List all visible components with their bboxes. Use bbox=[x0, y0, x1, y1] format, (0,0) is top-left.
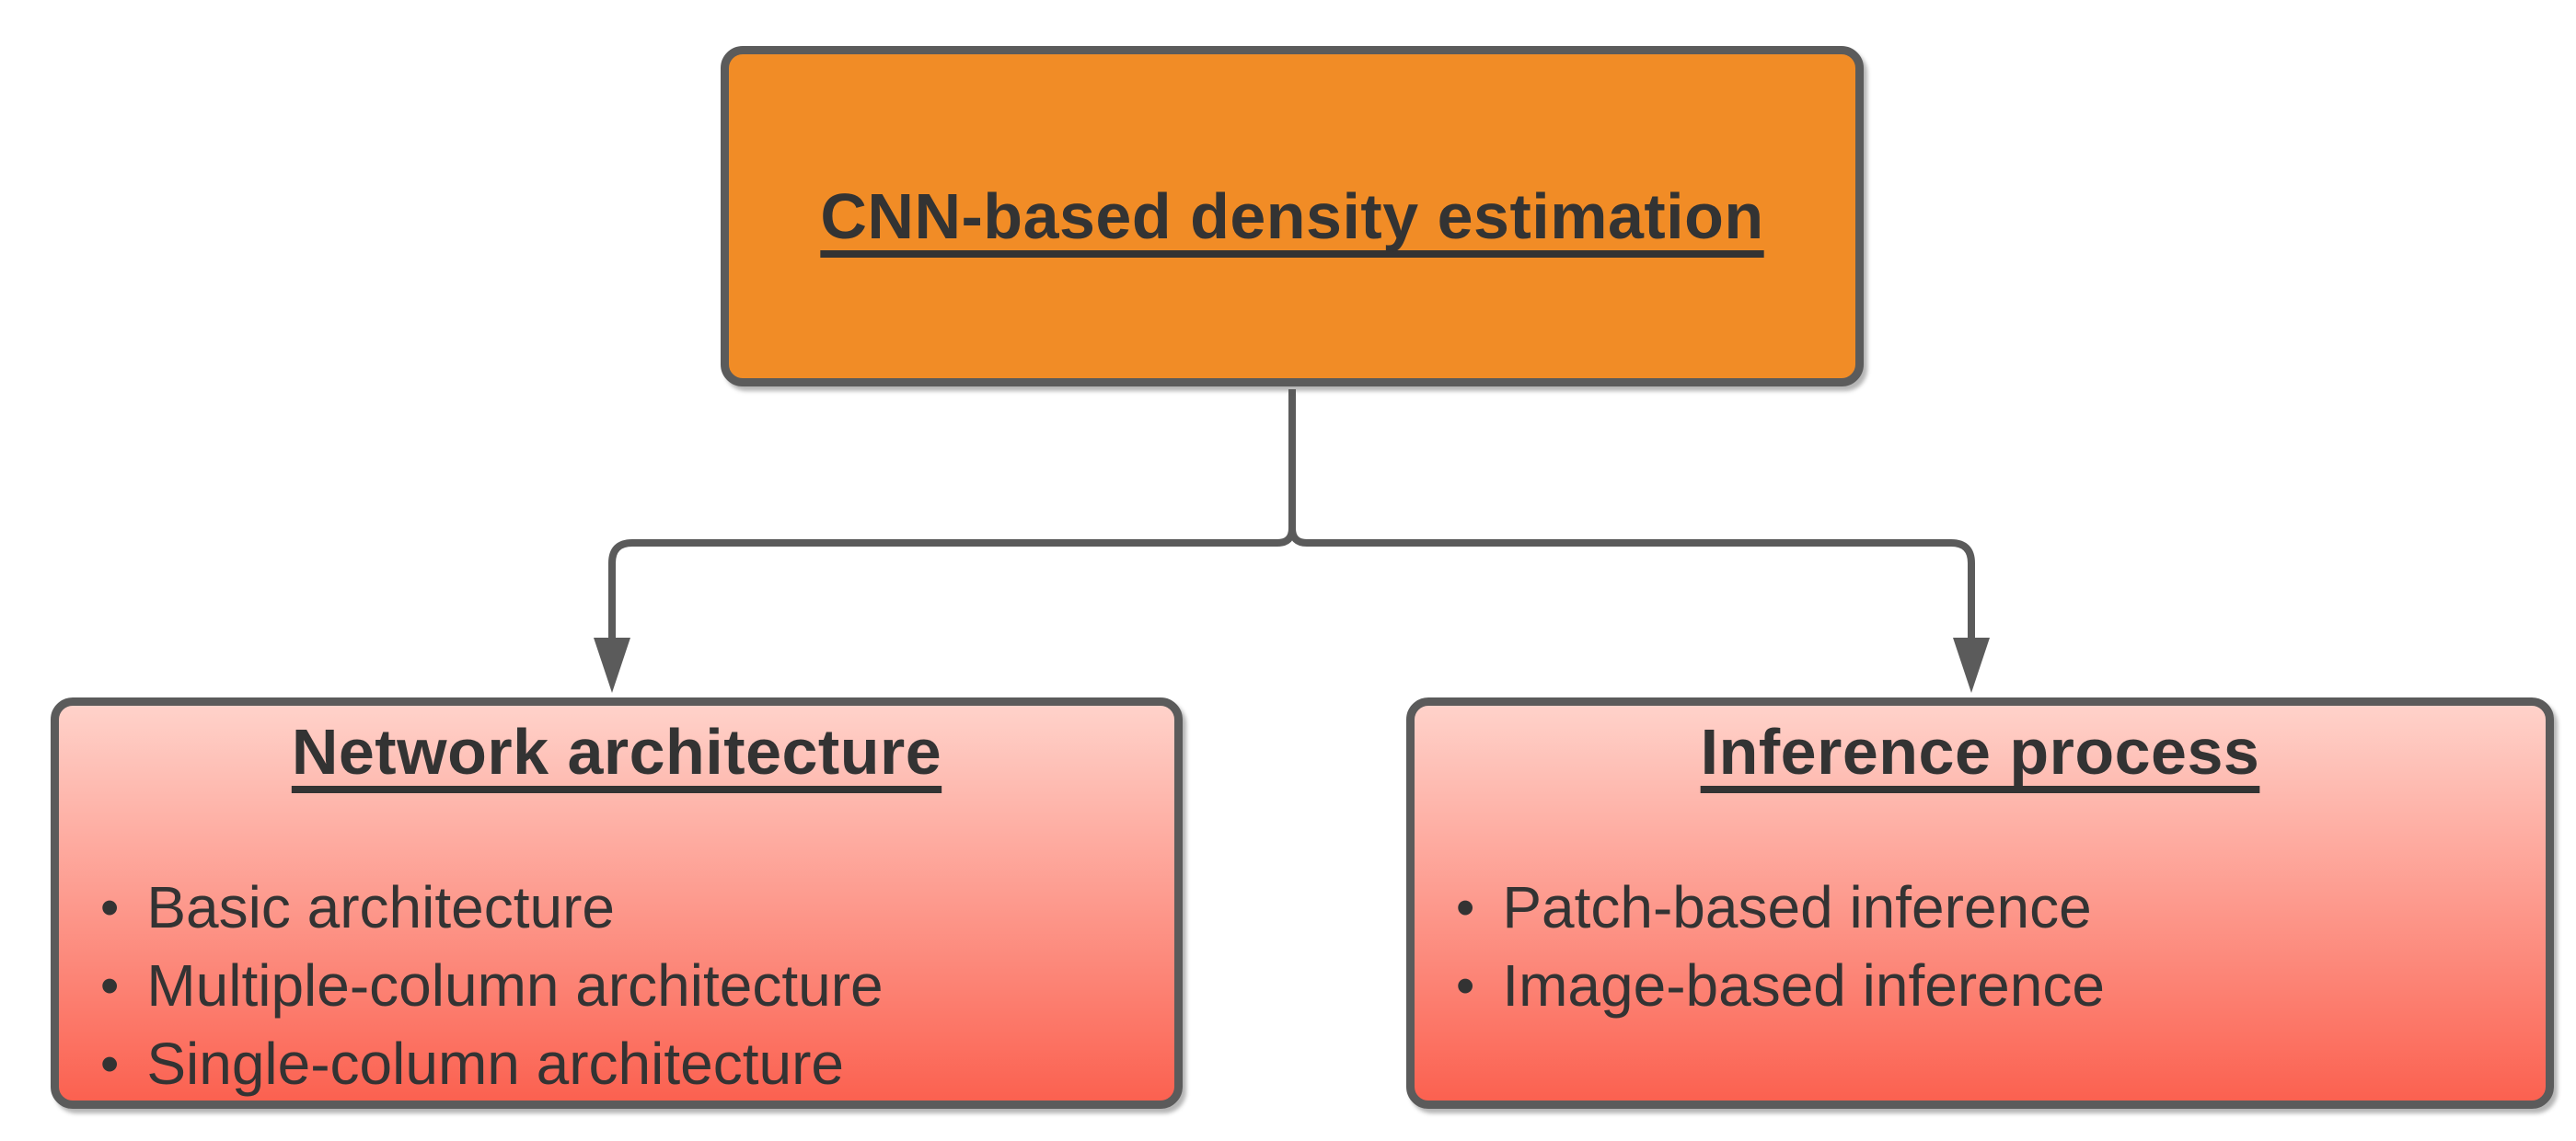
node-network-architecture-title: Network architecture bbox=[291, 716, 942, 788]
inference-process-list: • Patch-based inference • Image-based in… bbox=[1415, 870, 2546, 1026]
connector-elbow-left bbox=[608, 389, 1296, 640]
list-item: • Image-based inference bbox=[1456, 948, 2546, 1026]
bullet-dot: • bbox=[1456, 956, 1475, 1016]
node-inference-process-title: Inference process bbox=[1700, 716, 2260, 788]
network-architecture-list: • Basic architecture • Multiple-column a… bbox=[59, 870, 1174, 1104]
node-inference-process: Inference process • Patch-based inferenc… bbox=[1406, 697, 2554, 1109]
arrowhead-right-icon bbox=[1953, 638, 1990, 693]
node-network-architecture: Network architecture • Basic architectur… bbox=[51, 697, 1183, 1109]
bullet-dot: • bbox=[100, 1034, 120, 1094]
list-item: • Basic architecture bbox=[100, 870, 1174, 948]
list-item-label: Single-column architecture bbox=[146, 1031, 844, 1097]
list-item-label: Patch-based inference bbox=[1502, 874, 2092, 940]
node-root-title: CNN-based density estimation bbox=[820, 180, 1764, 252]
list-item-label: Basic architecture bbox=[146, 874, 615, 940]
bullet-dot: • bbox=[100, 878, 120, 938]
list-item-label: Image-based inference bbox=[1502, 952, 2105, 1019]
bullet-dot: • bbox=[100, 956, 120, 1016]
connector-elbow-right bbox=[1288, 389, 1975, 640]
bullet-dot: • bbox=[1456, 878, 1475, 938]
list-item: • Patch-based inference bbox=[1456, 870, 2546, 948]
list-item-label: Multiple-column architecture bbox=[146, 952, 884, 1019]
node-root: CNN-based density estimation bbox=[721, 46, 1864, 386]
list-item: • Single-column architecture bbox=[100, 1026, 1174, 1104]
list-item: • Multiple-column architecture bbox=[100, 948, 1174, 1026]
arrowhead-left-icon bbox=[594, 638, 630, 693]
